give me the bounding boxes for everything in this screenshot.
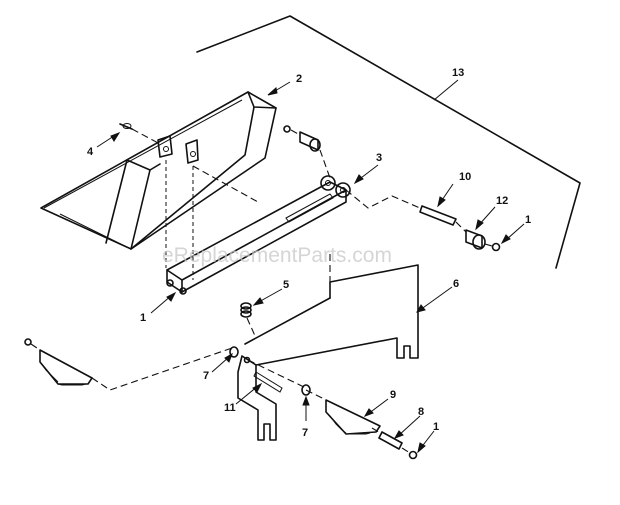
callout-1-left: 1 bbox=[140, 312, 146, 324]
part-5-spring bbox=[240, 302, 257, 339]
part-6-bracket bbox=[244, 254, 419, 366]
callout-4: 4 bbox=[87, 146, 94, 158]
part-13-outline bbox=[196, 15, 581, 269]
callout-12: 12 bbox=[496, 195, 508, 207]
callout-13: 13 bbox=[452, 67, 464, 79]
sector-gear-left bbox=[24, 338, 233, 391]
part-3-slide-bar bbox=[166, 175, 351, 295]
part-11-plate bbox=[237, 355, 283, 441]
callout-1-lower: 1 bbox=[433, 421, 439, 433]
part-7-washer-right bbox=[301, 384, 311, 396]
part-8-pin bbox=[371, 427, 403, 450]
part-12-spacer bbox=[455, 221, 486, 250]
callout-11: 11 bbox=[224, 402, 236, 414]
callout-8: 8 bbox=[418, 406, 424, 418]
leader-lines bbox=[96, 79, 525, 454]
callout-2: 2 bbox=[296, 73, 302, 85]
part-2-tray bbox=[40, 91, 277, 250]
callout-5: 5 bbox=[283, 279, 289, 291]
callout-3: 3 bbox=[376, 152, 382, 164]
part-9-sector-gear bbox=[305, 389, 381, 435]
part-1-ring-right bbox=[484, 242, 501, 252]
part-1-ring-lower bbox=[401, 447, 418, 460]
part-7-washer-left bbox=[229, 346, 239, 358]
callout-7-left: 7 bbox=[203, 370, 209, 382]
part-4-pin bbox=[119, 123, 161, 145]
callout-9: 9 bbox=[390, 389, 396, 401]
callout-10: 10 bbox=[459, 171, 471, 183]
callout-1-right: 1 bbox=[525, 214, 531, 226]
connection-lines bbox=[165, 160, 307, 389]
watermark: eReplacementParts.com bbox=[162, 244, 392, 267]
callout-7-lower: 7 bbox=[302, 427, 308, 439]
callout-6: 6 bbox=[453, 278, 459, 290]
spacer-top bbox=[283, 125, 331, 179]
part-10-pin bbox=[345, 189, 457, 226]
